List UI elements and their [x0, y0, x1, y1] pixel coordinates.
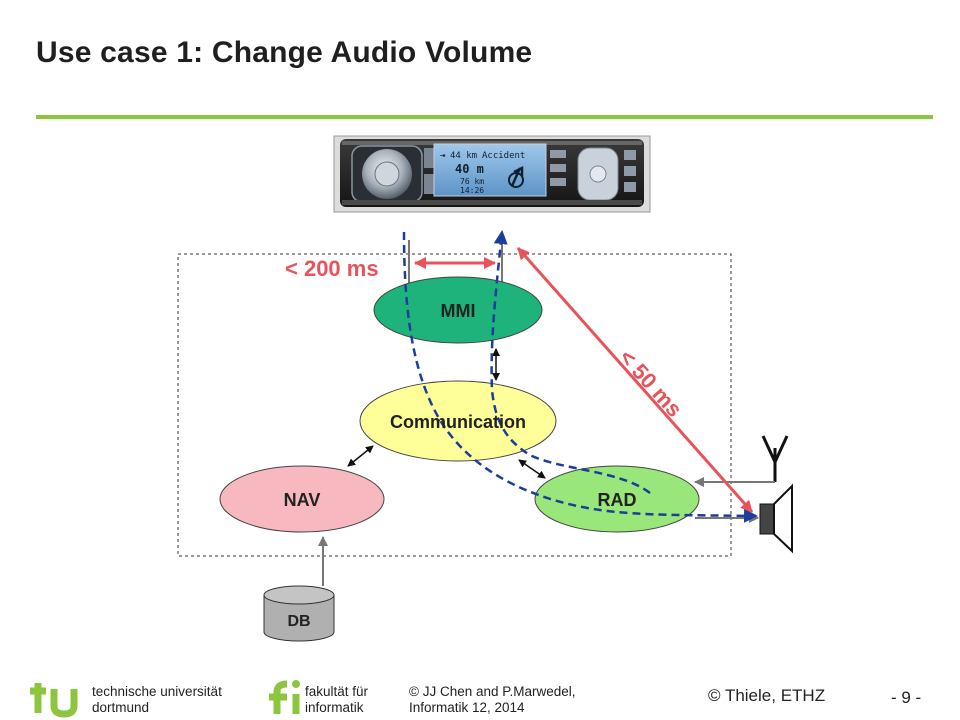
- nav-label: NAV: [284, 490, 321, 510]
- radio-time: 14:26: [460, 186, 484, 195]
- slide-title: Use case 1: Change Audio Volume: [36, 36, 533, 69]
- university-name: technische universität dortmund: [92, 684, 222, 716]
- nav-communication-link: [347, 445, 374, 467]
- antenna-icon: [761, 435, 789, 482]
- faculty-name: fakultät für informatik: [305, 684, 368, 716]
- db-node: [263, 585, 335, 642]
- university-line1: technische universität: [92, 684, 222, 699]
- credit: © JJ Chen and P.Marwedel, Informatik 12,…: [409, 684, 576, 716]
- radio-distance: 44 km: [450, 151, 477, 161]
- timing-200ms-label: < 200 ms: [285, 256, 379, 281]
- mmi-label: MMI: [441, 301, 476, 321]
- timing-50ms-label: < 50 ms: [614, 345, 687, 422]
- tu-dortmund-logo: [30, 683, 78, 718]
- radio-event: Accident: [482, 151, 525, 161]
- fi-informatik-logo: [269, 680, 300, 714]
- radio-meters: 40 m: [455, 162, 484, 176]
- communication-label: Communication: [390, 412, 526, 432]
- university-line2: dortmund: [92, 700, 150, 715]
- nav-node: [219, 465, 385, 533]
- page-number: - 9 -: [891, 688, 922, 707]
- db-label: DB: [287, 613, 310, 630]
- credit-line2: Informatik 12, 2014: [409, 700, 525, 715]
- event-flow-return: [490, 230, 651, 494]
- communication-rad-link: [518, 459, 546, 479]
- speaker-icon: [759, 483, 793, 554]
- radio-dist2: 76 km: [460, 177, 484, 186]
- credit-line1: © JJ Chen and P.Marwedel,: [409, 684, 576, 699]
- rad-label: RAD: [598, 490, 637, 510]
- copyright-text: © Thiele, ETHZ: [708, 686, 826, 705]
- title-divider: [36, 115, 933, 119]
- turn-arrow-icon: [510, 165, 524, 187]
- svg-text:⇥: ⇥: [440, 151, 445, 161]
- timing-50ms-arrow: [516, 247, 754, 513]
- event-flow-outbound: [402, 231, 758, 523]
- faculty-line1: fakultät für: [305, 684, 369, 699]
- faculty-line2: informatik: [305, 700, 364, 715]
- car-radio-image: ⇥ 44 km Accident 40 m 76 km 14:26: [333, 135, 651, 213]
- radio-screen: [433, 143, 547, 197]
